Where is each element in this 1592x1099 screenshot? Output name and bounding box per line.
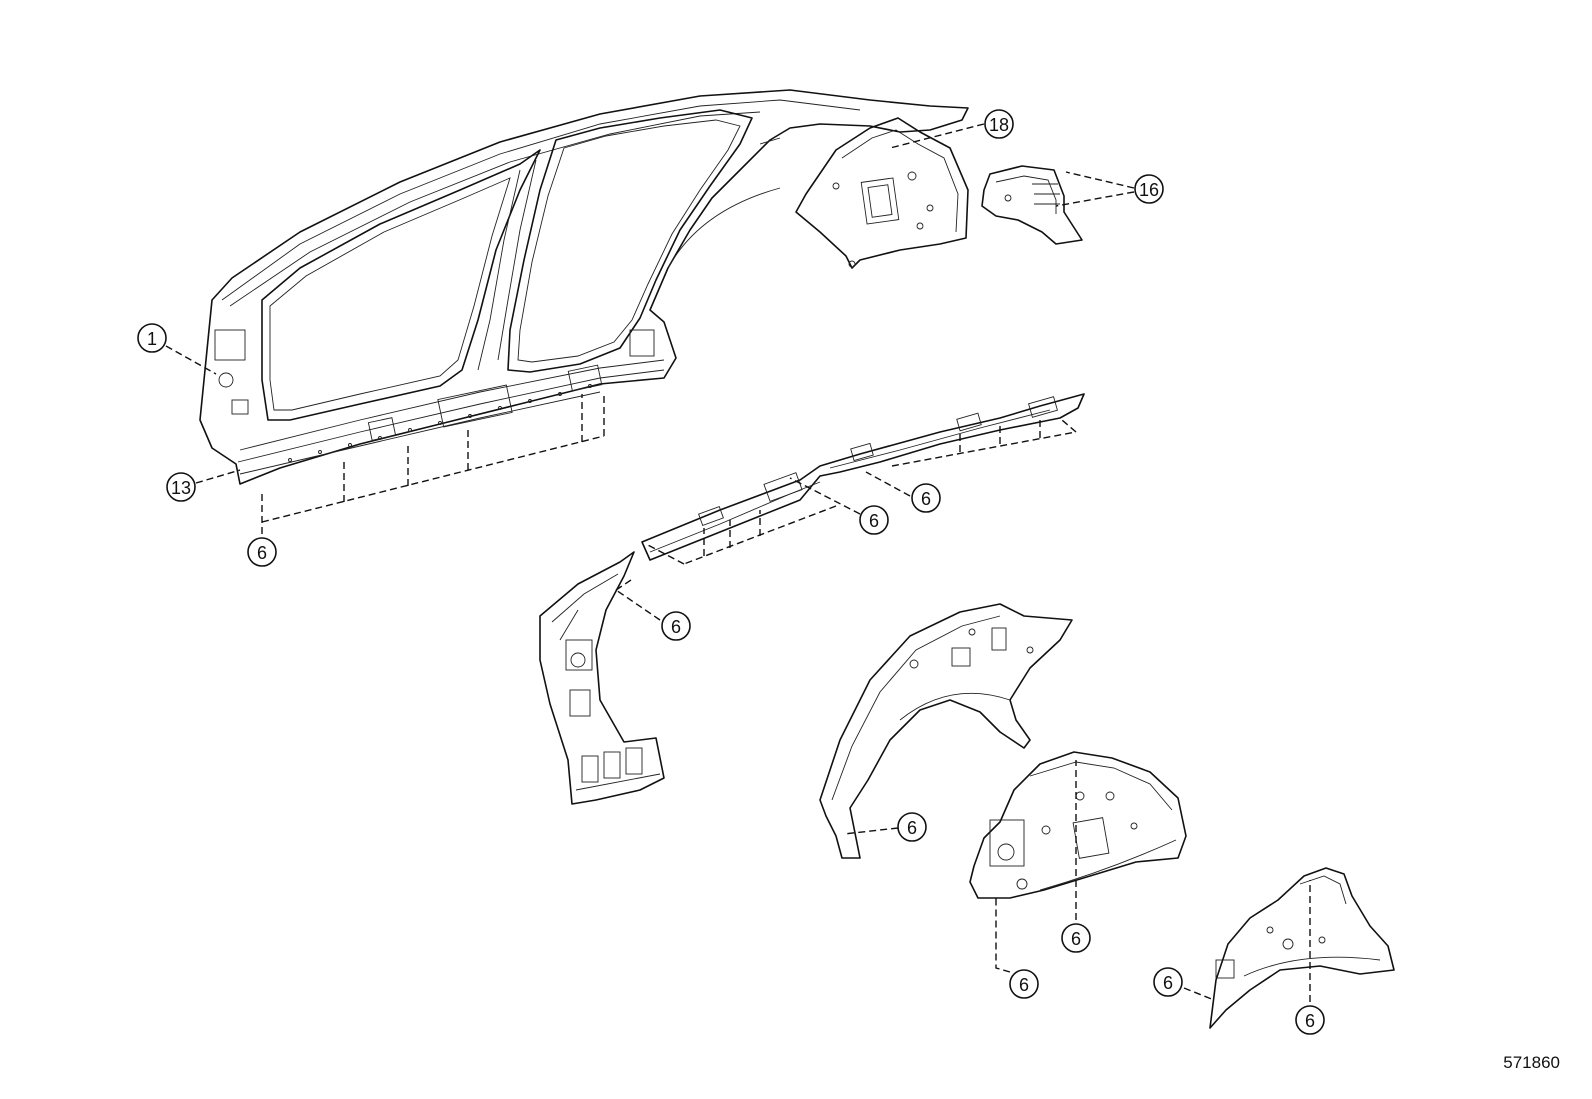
callout-16: 16 <box>1134 174 1164 204</box>
callout-6-rail-mid: 6 <box>859 505 889 535</box>
callout-6-rail-mid-label: 6 <box>869 511 879 531</box>
callout-6-rear-wheelhouse-left: 6 <box>1009 969 1039 999</box>
callout-13: 13 <box>166 472 196 502</box>
callout-6-pillar-label: 6 <box>671 617 681 637</box>
callout-6-rear-wheelhouse-left-label: 6 <box>1019 975 1029 995</box>
quarter-wheelhouse-extension <box>1209 867 1395 1029</box>
callout-6-rail-right: 6 <box>911 483 941 513</box>
callout-6-quarter-right: 6 <box>1295 1005 1325 1035</box>
callout-6-quarter-left: 6 <box>1153 967 1183 997</box>
roof-side-inner-rail <box>641 393 1085 561</box>
callout-6-quarter-left-label: 6 <box>1163 973 1173 993</box>
leader-lines <box>165 123 1311 1002</box>
quarter-bracket <box>981 165 1083 245</box>
callout-13-label: 13 <box>171 478 191 498</box>
callout-18-label: 18 <box>989 115 1009 135</box>
callout-1-label: 1 <box>147 329 157 349</box>
quarter-inner-upper-panel <box>795 117 969 269</box>
rear-wheelhouse-inner-upper <box>819 603 1073 859</box>
rear-wheelhouse-outer <box>969 751 1187 899</box>
callout-6-front-wheelhouse-label: 6 <box>907 818 917 838</box>
callout-6-rear-wheelhouse-bottom: 6 <box>1061 923 1091 953</box>
callout-6-rear-wheelhouse-bottom-label: 6 <box>1071 929 1081 949</box>
diagram-id: 571860 <box>1503 1053 1560 1072</box>
callout-1: 1 <box>137 323 167 353</box>
callout-6-rail-right-label: 6 <box>921 489 931 509</box>
callout-16-label: 16 <box>1139 180 1159 200</box>
callout-6-front-wheelhouse: 6 <box>897 812 927 842</box>
front-pillar-inner <box>539 551 665 805</box>
callout-6-sill: 6 <box>247 537 277 567</box>
sill-hole-pattern <box>288 384 592 462</box>
callout-18: 18 <box>984 109 1014 139</box>
callout-6-sill-label: 6 <box>257 543 267 563</box>
callout-6-quarter-right-label: 6 <box>1305 1011 1315 1031</box>
side-body-outer-panel <box>199 89 969 485</box>
callout-6-pillar: 6 <box>661 611 691 641</box>
